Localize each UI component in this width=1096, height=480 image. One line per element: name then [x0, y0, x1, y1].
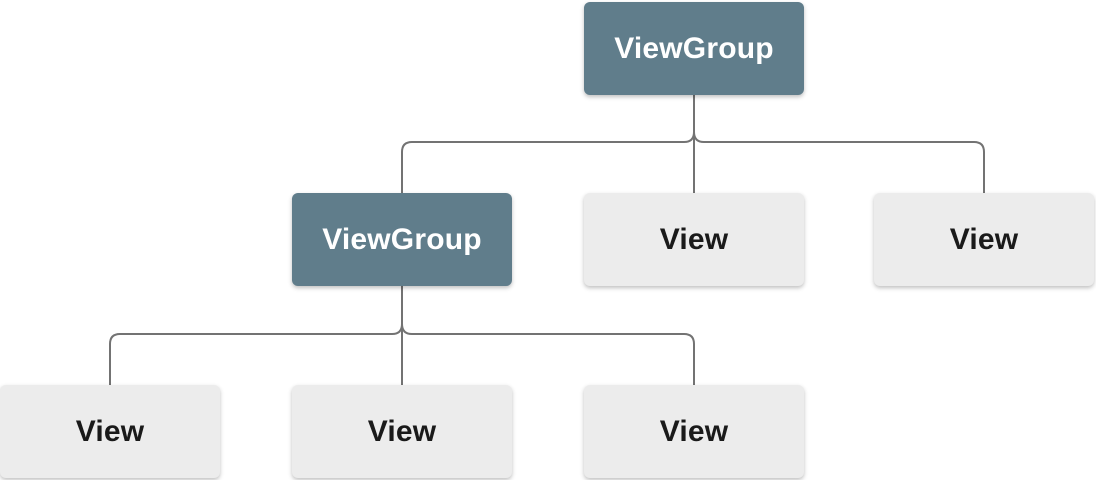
node-view-grandchild-middle: View [292, 385, 512, 478]
edge-root-child3 [693, 95, 985, 193]
node-label: View [659, 414, 729, 448]
node-view-child-right: View [874, 193, 1094, 286]
node-view-grandchild-right: View [584, 385, 804, 478]
node-label: View [949, 222, 1019, 256]
node-label: ViewGroup [614, 31, 774, 65]
node-viewgroup-root: ViewGroup [584, 2, 804, 95]
node-label: ViewGroup [322, 222, 482, 256]
node-label: View [367, 414, 437, 448]
node-view-grandchild-left: View [0, 385, 220, 478]
node-view-child-middle: View [584, 193, 804, 286]
edge-root-child1 [401, 95, 695, 193]
node-viewgroup-child: ViewGroup [292, 193, 512, 286]
node-label: View [75, 414, 145, 448]
edge-child1-gc3 [401, 286, 695, 385]
node-label: View [659, 222, 729, 256]
edge-child1-gc1 [109, 286, 403, 385]
